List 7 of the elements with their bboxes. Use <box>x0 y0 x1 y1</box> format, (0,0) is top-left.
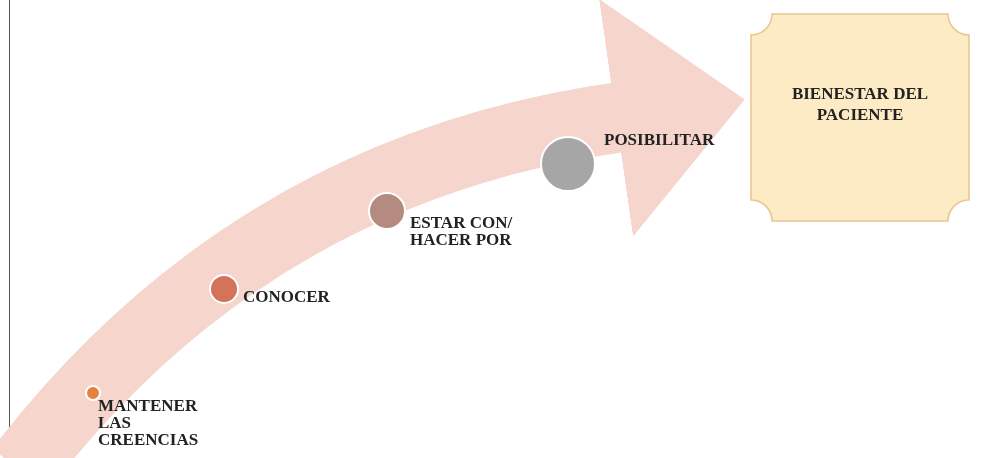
curved-arrow <box>0 0 745 458</box>
step-label: MANTENER LAS CREENCIAS <box>98 397 200 448</box>
step-label: ESTAR CON/ HACER POR <box>410 214 514 248</box>
box-text: BIENESTAR DEL PACIENTE <box>790 83 930 125</box>
step-label: POSIBILITAR <box>604 131 716 148</box>
step-label: CONOCER <box>243 288 331 305</box>
goal-box <box>750 13 970 222</box>
